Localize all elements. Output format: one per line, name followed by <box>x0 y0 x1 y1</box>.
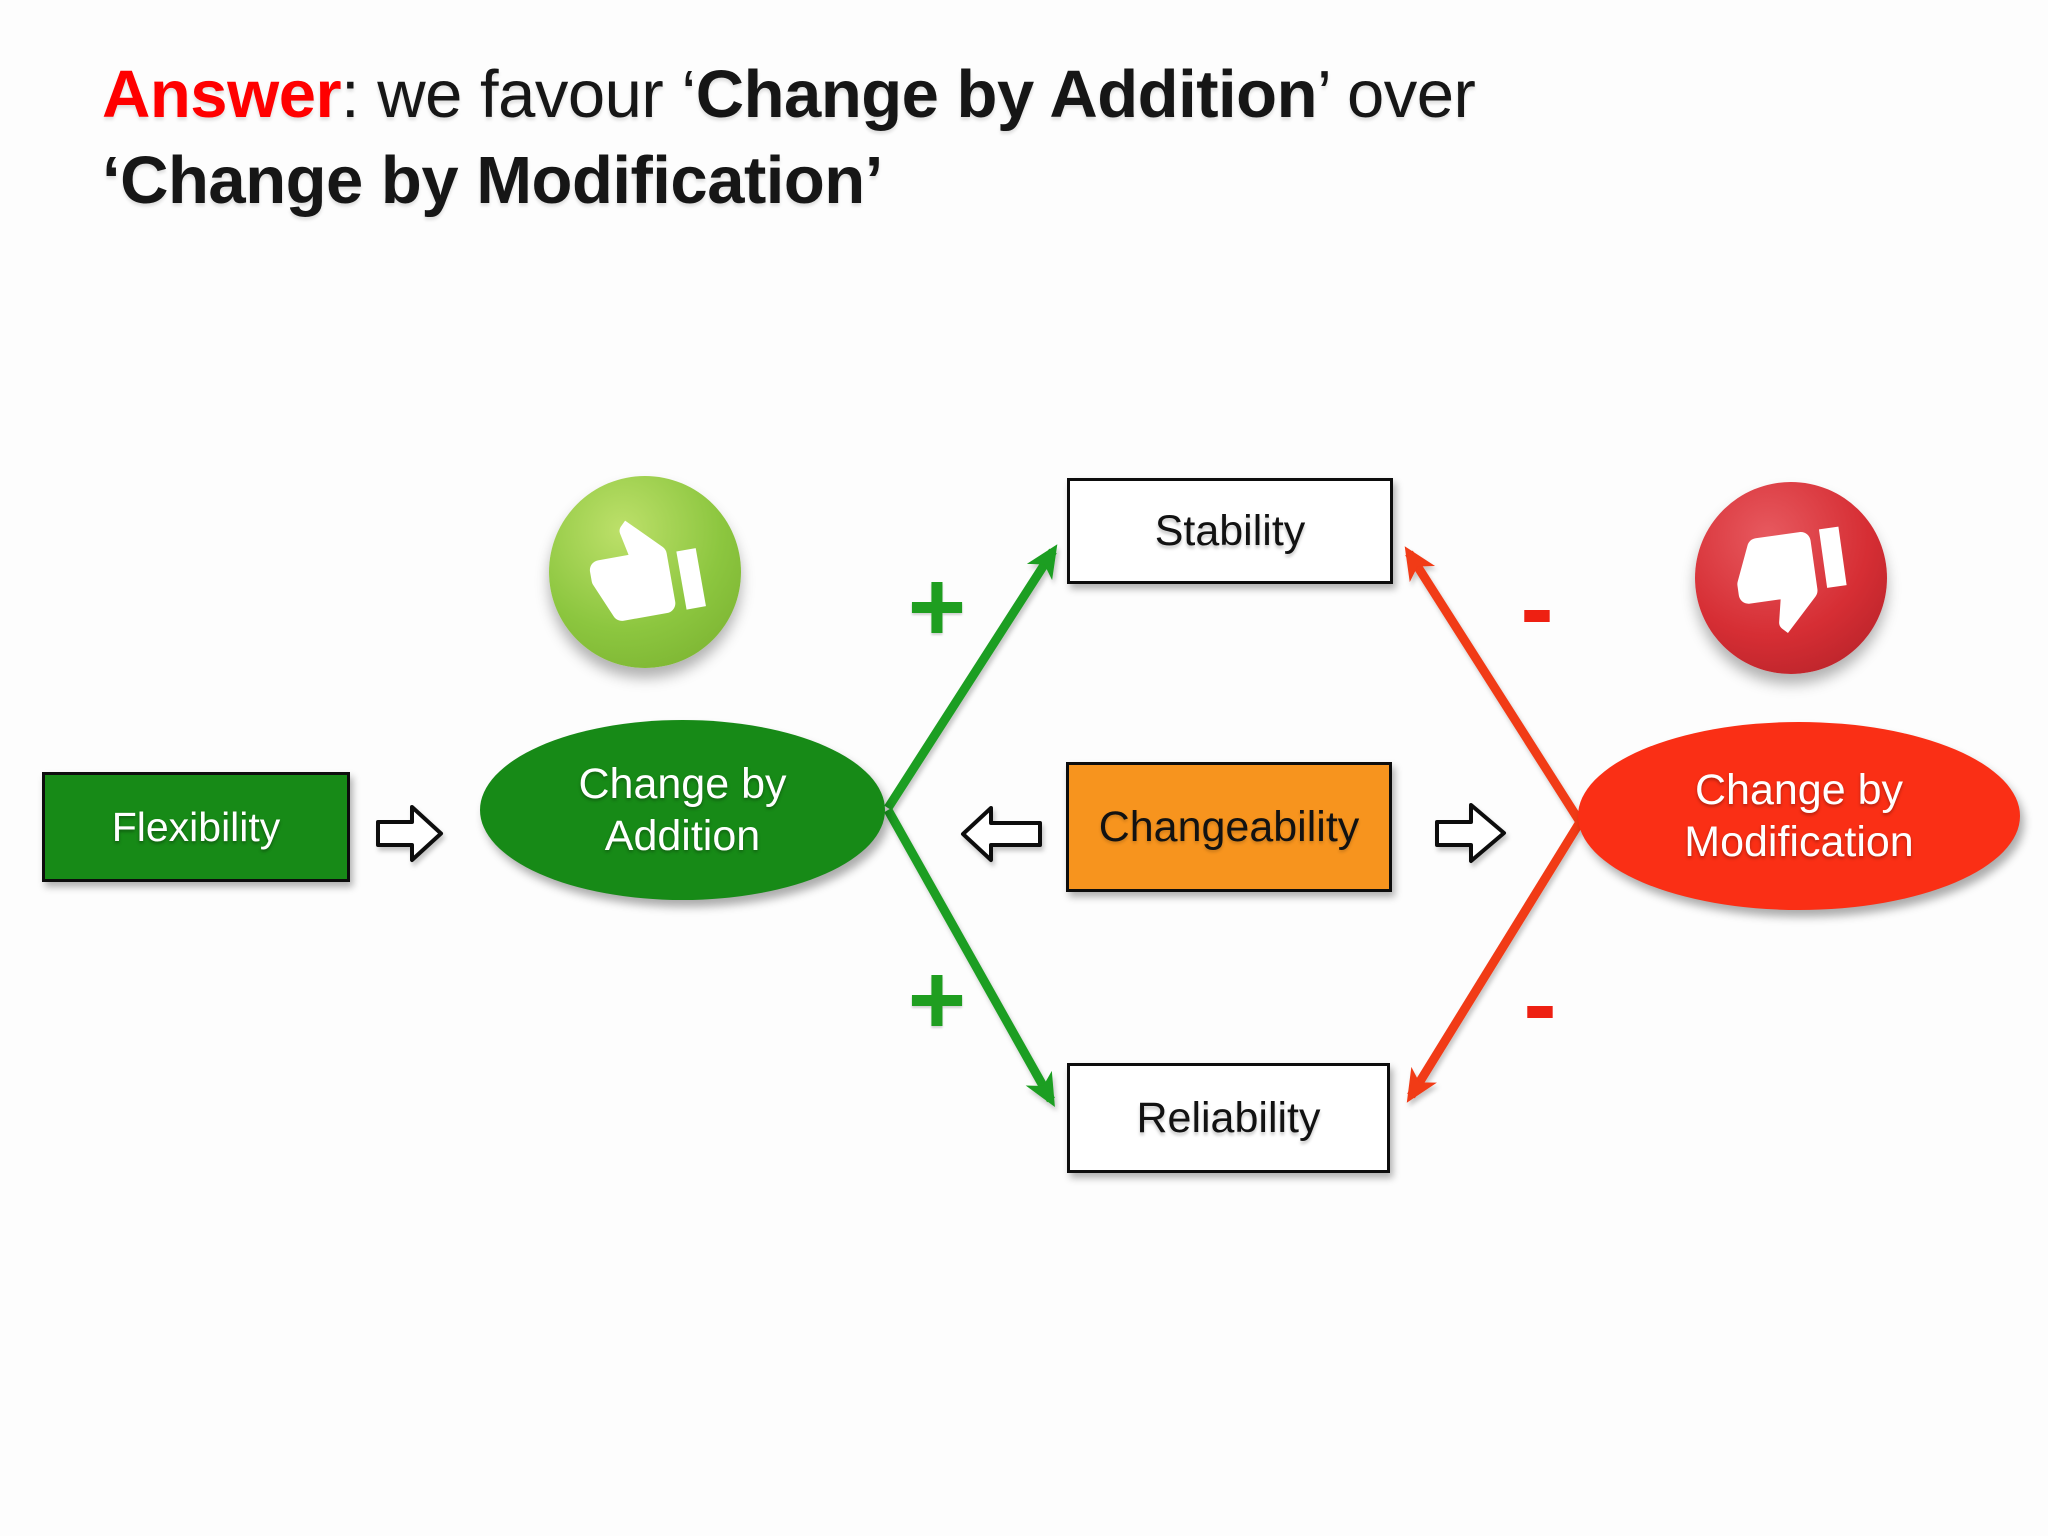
title-change-by-addition: Change by Addition <box>695 57 1318 132</box>
slide-title: Answer: we favour ‘Change by Addition’ o… <box>102 52 1902 224</box>
thumbs-down-icon <box>1737 526 1847 634</box>
title-open-quote: ‘ <box>681 57 696 132</box>
node-change-by-modification-label: Change by Modification <box>1684 765 1914 866</box>
node-flexibility: Flexibility <box>42 772 350 882</box>
node-stability-label: Stability <box>1154 506 1306 555</box>
node-reliability: Reliability <box>1067 1063 1390 1173</box>
node-changeability-label: Changeability <box>1098 802 1360 851</box>
node-stability: Stability <box>1067 478 1393 584</box>
sign-minus-stability: - <box>1520 552 1554 664</box>
block-arrow-flexibility-to-addition-icon <box>376 805 443 862</box>
thumbs-down-badge <box>1695 482 1887 674</box>
node-changeability: Changeability <box>1066 762 1392 892</box>
node-reliability-label: Reliability <box>1136 1093 1321 1142</box>
title-answer: Answer <box>102 57 342 132</box>
thumbs-up-badge <box>549 476 741 668</box>
thumbs-up-icon <box>589 520 706 621</box>
edge-addition-reliability <box>884 807 1055 1107</box>
title-over: ’ over <box>1317 57 1476 132</box>
title-mid: : we favour <box>341 57 682 132</box>
node-change-by-addition: Change by Addition <box>480 720 885 900</box>
node-change-by-addition-label: Change by Addition <box>578 759 787 860</box>
block-arrow-changeability-to-addition-icon <box>961 806 1042 862</box>
sign-minus-reliability: - <box>1523 948 1557 1060</box>
title-change-by-modification: ‘Change by Modification’ <box>102 142 883 218</box>
node-change-by-modification: Change by Modification <box>1578 722 2020 910</box>
edge-modification-reliability <box>1406 819 1584 1103</box>
block-arrow-changeability-to-modification-icon <box>1435 803 1506 863</box>
edge-modification-stability <box>1404 546 1584 825</box>
sign-plus-reliability: + <box>907 944 967 1056</box>
edge-addition-stability <box>884 544 1058 811</box>
node-flexibility-label: Flexibility <box>111 803 281 850</box>
sign-plus-stability: + <box>907 551 967 663</box>
